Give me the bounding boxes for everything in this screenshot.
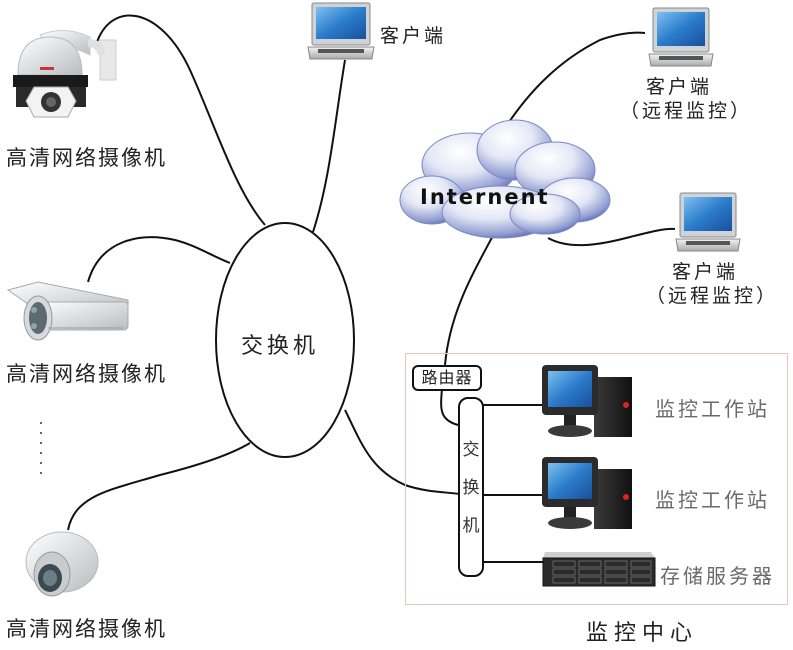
camera-label-3: 高清网络摄像机	[6, 617, 167, 641]
link-cloud-remote1	[504, 31, 646, 129]
workstation-2-label: 监控工作站	[655, 488, 770, 512]
more-cameras-ellipsis	[40, 422, 44, 482]
storage-server-icon	[542, 552, 656, 587]
remote-client-2-sublabel: （远程监控）	[646, 285, 779, 307]
workstation-icon-2	[542, 457, 632, 529]
center-switch-char-2: 换	[462, 478, 480, 498]
camera-label-2: 高清网络摄像机	[6, 362, 167, 386]
link-switch-centerswitch	[344, 409, 461, 495]
internet-label: Internent	[420, 185, 550, 209]
monitoring-center-title: 监控中心	[586, 621, 699, 646]
local-client-laptop-icon	[307, 2, 375, 60]
local-client-label: 客户端	[380, 25, 447, 47]
core-switch-node	[215, 222, 355, 458]
remote-client-laptop-icon-2	[675, 192, 741, 252]
remote-client-1-label: 客户端	[646, 76, 713, 98]
camera-label-1: 高清网络摄像机	[6, 146, 167, 170]
internet-cloud-icon: Internent	[399, 119, 611, 239]
ptz-camera-icon	[13, 30, 117, 118]
remote-client-1-sublabel: （远程监控）	[620, 100, 753, 122]
dome-camera-icon	[25, 531, 99, 597]
link-camera2-switch	[87, 236, 231, 283]
link-cloud-remote2	[547, 227, 676, 247]
remote-client-2-label: 客户端	[672, 261, 739, 283]
link-client-switch	[312, 59, 346, 233]
link-cloud-router	[444, 227, 498, 366]
bullet-camera-icon	[6, 281, 129, 341]
workstation-1-label: 监控工作站	[655, 397, 770, 421]
monitoring-center-box	[405, 353, 788, 605]
core-switch-label: 交换机	[241, 334, 320, 359]
workstation-icon-1	[542, 365, 632, 437]
connection-lines	[67, 14, 676, 563]
link-router-centerswitch	[440, 388, 459, 426]
center-switch-char-3: 机	[462, 516, 480, 536]
storage-server-label: 存储服务器	[660, 564, 775, 588]
link-camera3-switch	[67, 442, 251, 531]
center-switch-char-1: 交	[462, 440, 480, 460]
link-camera1-switch	[95, 14, 266, 226]
center-switch-node: 交 换 机	[458, 397, 484, 577]
remote-client-laptop-icon-1	[648, 7, 714, 67]
router-node: 路由器	[412, 365, 482, 391]
